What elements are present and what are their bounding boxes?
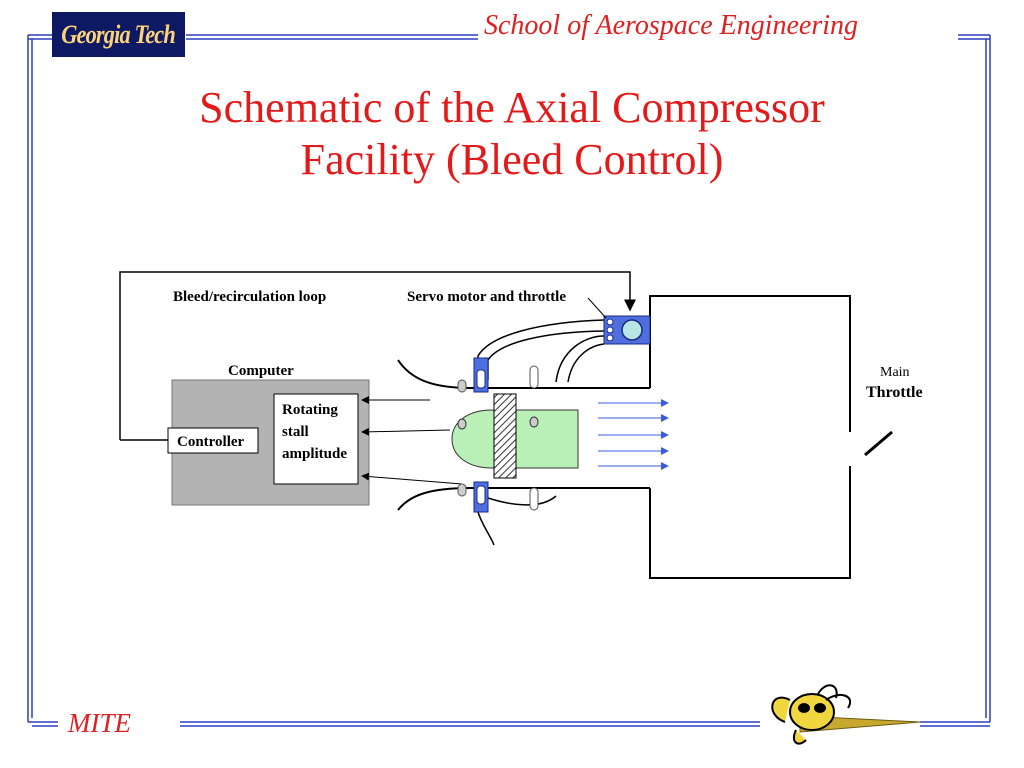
injector-bottom-inner [476,485,486,505]
controller-box [167,427,259,454]
probe-1 [457,418,467,430]
signal-arrow-2 [361,427,451,436]
yellow-jacket-mascot [771,684,921,745]
rotating-stall-box [273,393,359,485]
servo-port-1 [606,318,614,326]
slide-title: Schematic of the Axial Compressor Facili… [0,82,1024,186]
label-servo: Servo motor and throttle [407,289,566,305]
label-rotating-3: amplitude [282,446,347,462]
plenum-chamber [649,295,851,579]
main-throttle-valve [864,430,893,457]
strut-3 [457,483,467,497]
servo-port-3 [606,334,614,342]
bleed-loop-line [119,271,636,440]
bleed-tube-top [477,319,605,380]
title-line-2: Facility (Bleed Control) [300,135,724,184]
label-rotating-2: stall [282,424,309,440]
footer-mite: MITE [68,708,131,738]
bleed-tube-bottom-outer [487,495,557,506]
signal-arrow-3 [361,472,463,485]
label-rotating-1: Rotating [282,402,338,418]
servo-port-2 [606,326,614,334]
strut-2 [529,365,539,389]
header-org: School of Aerospace Engineering [484,10,859,41]
logo-text: Georgia Tech [61,19,177,49]
injector-top-inner [476,369,486,389]
slide-frame [27,34,991,727]
rotor-blade-row [493,393,517,479]
bleed-tube-top-inner [487,330,605,380]
label-throttle: Throttle [866,384,923,401]
label-controller: Controller [177,434,245,450]
servo-leader-line [587,297,607,319]
georgia-tech-logo: Georgia Tech [52,12,185,57]
label-main: Main [880,365,910,380]
strut-4 [529,487,539,511]
bleed-tube-top-return-inner [567,343,605,383]
flow-arrows [598,399,669,470]
title-line-1: Schematic of the Axial Compressor [199,83,825,132]
servo-motor-gear [621,319,643,341]
probe-2 [529,416,539,428]
label-bleed-loop: Bleed/recirculation loop [173,289,326,305]
strut-1 [457,379,467,393]
label-computer: Computer [228,363,294,379]
bleed-tube-top-return [555,335,605,383]
